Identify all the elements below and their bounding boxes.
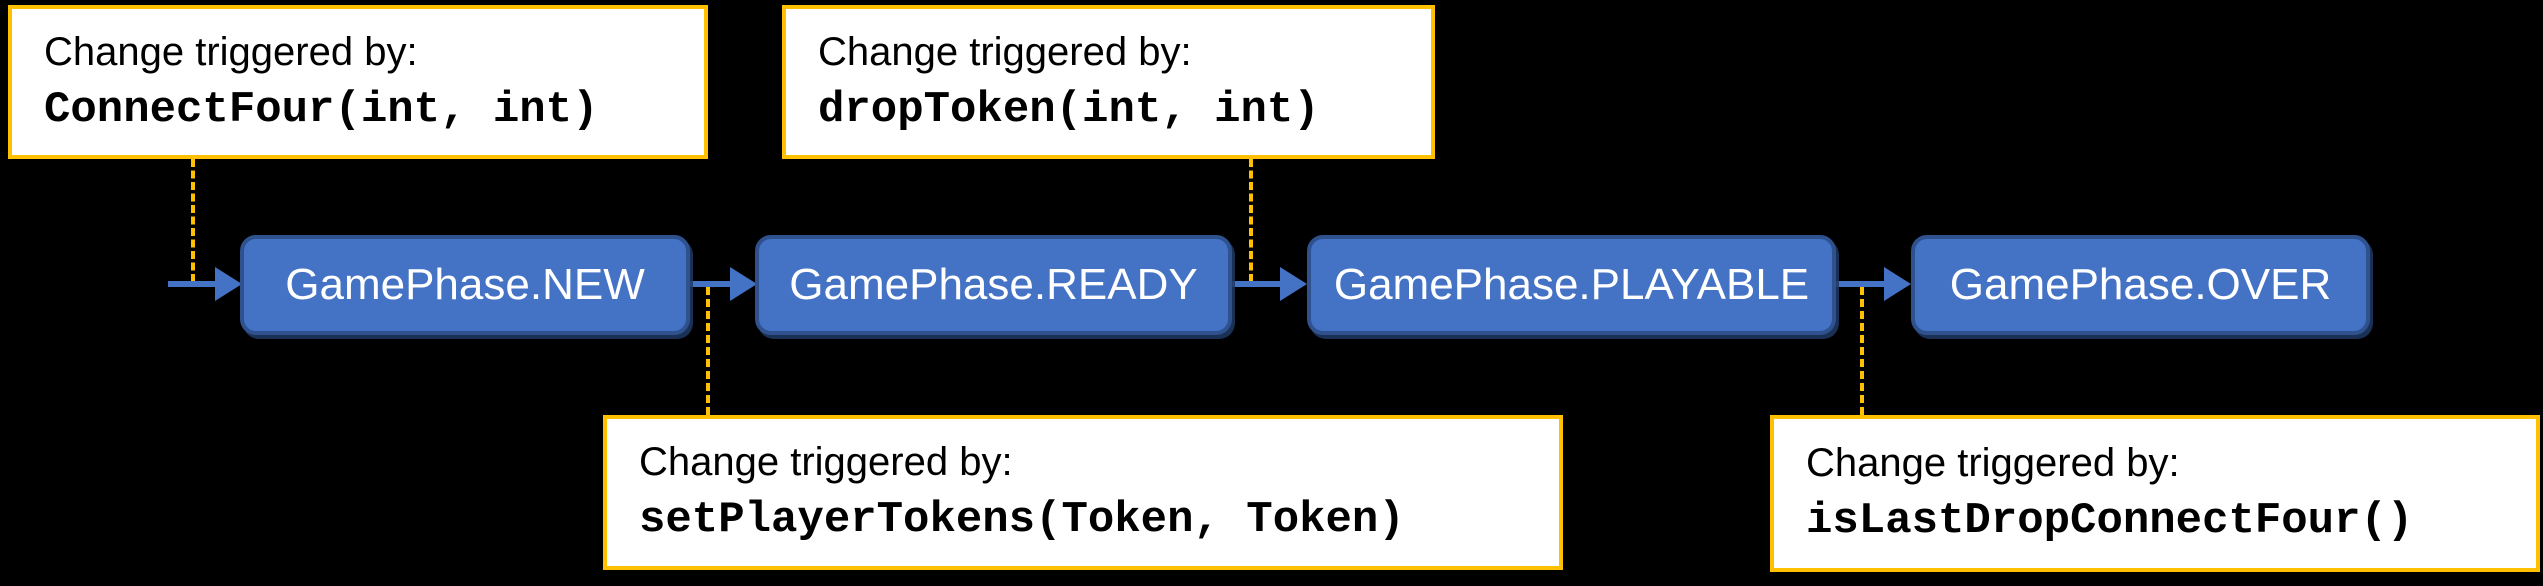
annotation-code: isLastDropConnectFour() <box>1806 496 2414 547</box>
state-label: GamePhase.READY <box>789 260 1198 309</box>
annotation-box-droptoken: Change triggered by: dropToken(int, int) <box>782 5 1435 159</box>
arrow-head-icon <box>1280 267 1307 301</box>
dashed-connector-islastdropconnectfour <box>1860 287 1864 415</box>
annotation-code: setPlayerTokens(Token, Token) <box>639 495 1405 546</box>
state-box-gamephase-playable: GamePhase.PLAYABLE <box>1307 235 1836 335</box>
annotation-box-connectfour: Change triggered by: ConnectFour(int, in… <box>8 5 708 159</box>
state-label: GamePhase.PLAYABLE <box>1333 260 1810 309</box>
annotation-title: Change triggered by: <box>818 29 1192 74</box>
state-box-gamephase-over: GamePhase.OVER <box>1911 235 2370 335</box>
dashed-connector-connectfour <box>191 159 195 282</box>
annotation-box-setplayertokens: Change triggered by: setPlayerTokens(Tok… <box>603 415 1563 570</box>
arrow-line <box>1232 281 1282 287</box>
annotation-code: dropToken(int, int) <box>818 84 1320 135</box>
state-label: GamePhase.NEW <box>285 260 645 309</box>
annotation-title: Change triggered by: <box>44 29 418 74</box>
dashed-connector-droptoken <box>1249 159 1253 282</box>
annotation-code: ConnectFour(int, int) <box>44 84 599 135</box>
state-box-gamephase-new: GamePhase.NEW <box>240 235 690 335</box>
arrow-line <box>1836 281 1886 287</box>
arrow-head-icon <box>1884 267 1911 301</box>
dashed-connector-setplayertokens <box>706 287 710 415</box>
arrow-head-icon <box>730 267 757 301</box>
arrow-line <box>690 281 732 287</box>
arrow-head-icon <box>215 267 242 301</box>
annotation-title: Change triggered by: <box>639 440 1013 485</box>
arrow-line <box>168 281 216 287</box>
state-box-gamephase-ready: GamePhase.READY <box>755 235 1232 335</box>
state-label: GamePhase.OVER <box>1949 260 2332 309</box>
annotation-title: Change triggered by: <box>1806 441 2180 486</box>
annotation-box-islastdropconnectfour: Change triggered by: isLastDropConnectFo… <box>1770 415 2540 572</box>
